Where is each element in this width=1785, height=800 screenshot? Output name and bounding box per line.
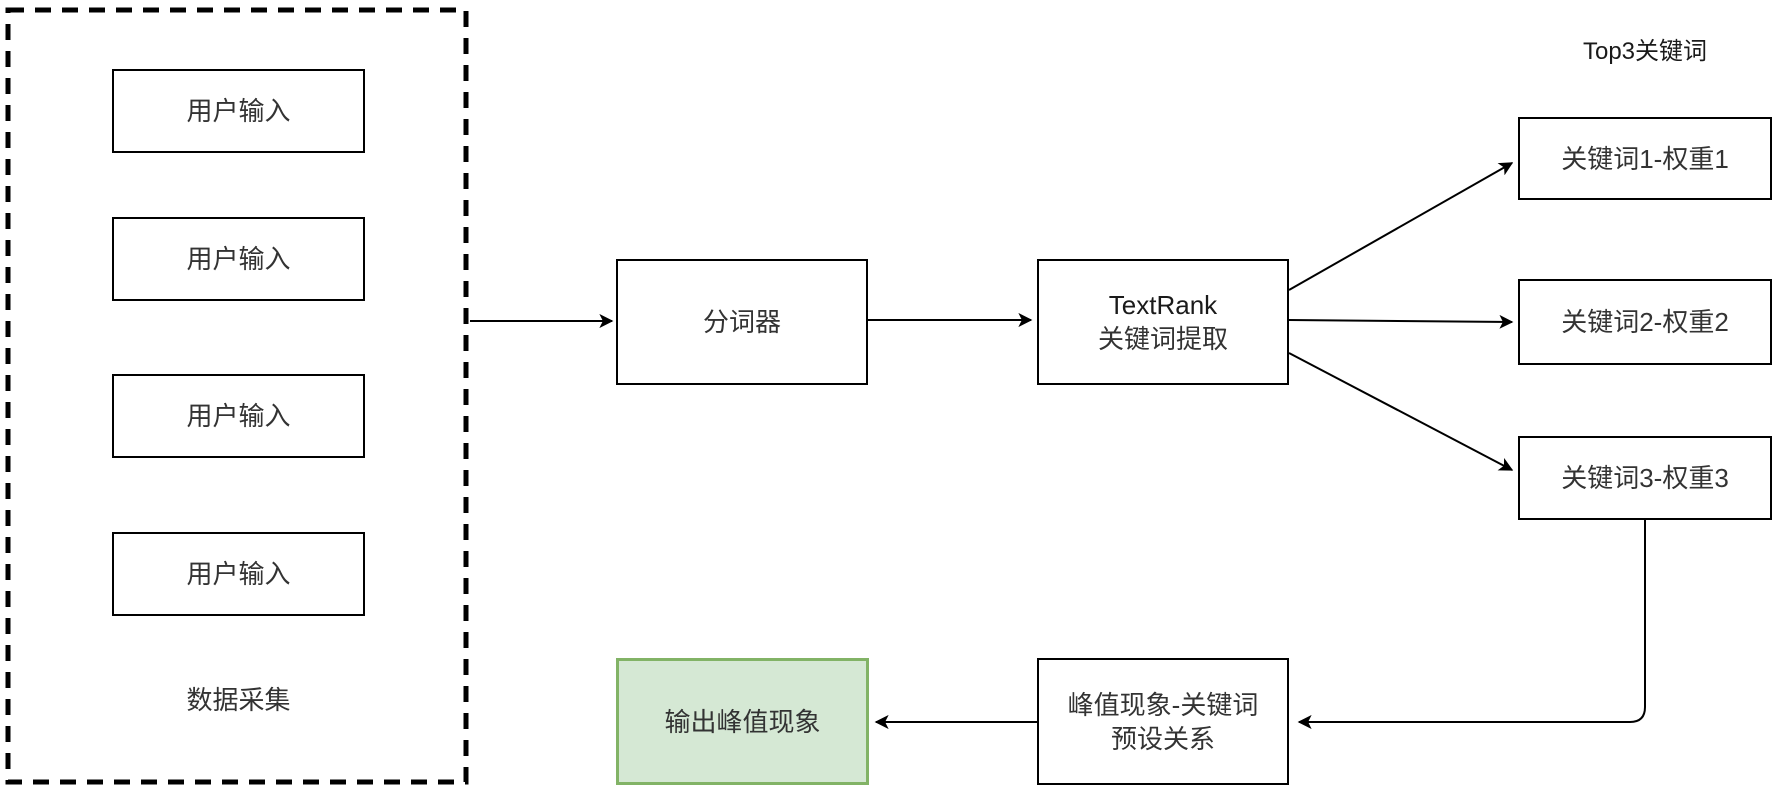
top3-keywords-label: Top3关键词: [1518, 33, 1772, 65]
node-label: 用户输入: [186, 559, 291, 589]
node-label: 用户输入: [186, 96, 291, 126]
node-mapping: 峰值现象-关键词 预设关系: [1037, 658, 1289, 785]
node-label: 分词器: [702, 307, 781, 337]
node-label-line1: TextRank: [1108, 290, 1218, 320]
data-collection-group-label: 数据采集: [112, 682, 365, 715]
data-collection-group-border: [5, 7, 469, 785]
node-label-line2: 关键词提取: [1097, 324, 1228, 354]
node-keyword1: 关键词1-权重1: [1518, 117, 1772, 200]
node-keyword2: 关键词2-权重2: [1518, 279, 1772, 365]
node-user-input-3: 用户输入: [112, 374, 365, 458]
group-caption: 数据采集: [186, 684, 291, 715]
node-label: 关键词2-权重2: [1561, 307, 1729, 337]
node-label: 用户输入: [186, 401, 291, 431]
node-user-input-1: 用户输入: [112, 69, 365, 153]
node-keyword3: 关键词3-权重3: [1518, 436, 1772, 520]
node-label: 用户输入: [186, 244, 291, 274]
caption-text: Top3关键词: [1582, 37, 1708, 65]
connector-textrank-to-keyword1: [1288, 162, 1514, 291]
node-label: 关键词1-权重1: [1561, 143, 1729, 174]
node-user-input-4: 用户输入: [112, 532, 365, 616]
node-label-line1: 峰值现象-关键词: [1067, 689, 1259, 720]
node-output: 输出峰值现象: [616, 658, 869, 785]
connector-keyword3-to-mapping: [1297, 520, 1646, 729]
node-label-line2: 预设关系: [1110, 723, 1215, 754]
connector-textrank-to-keyword3: [1288, 352, 1514, 471]
node-textrank: TextRank 关键词提取: [1037, 259, 1289, 385]
node-label: 关键词3-权重3: [1561, 463, 1729, 493]
node-label: 输出峰值现象: [664, 706, 821, 737]
node-user-input-2: 用户输入: [112, 217, 365, 301]
connector-textrank-to-keyword2: [1288, 314, 1514, 329]
node-tokenizer: 分词器: [616, 259, 868, 385]
